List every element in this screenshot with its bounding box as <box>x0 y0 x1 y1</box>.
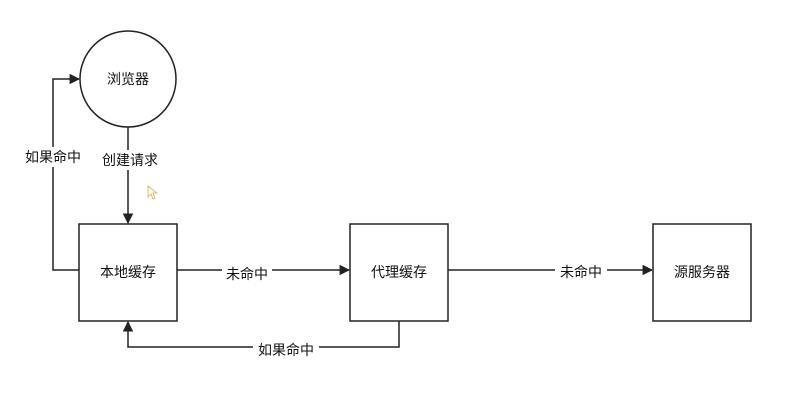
proxy-hit-label-bg <box>253 340 319 360</box>
proxy-cache-label: 代理缓存 <box>371 265 427 281</box>
local-hit-label: 如果命中 <box>25 149 81 166</box>
proxy-hit-label: 如果命中 <box>258 342 314 359</box>
node-origin-server: 源服务器 <box>652 223 752 322</box>
proxy-miss-label-bg <box>555 262 607 282</box>
local-miss-label: 未命中 <box>226 266 268 283</box>
edge-create-request: 创建请求 <box>99 127 161 225</box>
origin-server-label: 源服务器 <box>674 265 730 281</box>
edge-proxy-hit: 如果命中 <box>122 320 400 360</box>
local-hit-arrow <box>52 73 81 271</box>
browser-label: 浏览器 <box>107 72 149 88</box>
create-request-label: 创建请求 <box>102 153 158 169</box>
mouse-cursor-icon <box>147 185 159 200</box>
edge-local-hit: 如果命中 <box>20 73 86 271</box>
edge-proxy-miss: 未命中 <box>448 262 654 282</box>
local-miss-label-bg <box>222 264 272 284</box>
node-browser: 浏览器 <box>79 30 177 128</box>
node-local-cache: 本地缓存 <box>78 223 178 322</box>
edge-local-miss: 未命中 <box>177 264 351 284</box>
origin-server-box <box>652 223 752 322</box>
local-cache-label: 本地缓存 <box>100 265 156 281</box>
proxy-cache-box <box>349 223 449 322</box>
local-cache-box <box>78 223 178 322</box>
create-request-label-bg <box>99 150 161 170</box>
proxy-miss-label: 未命中 <box>560 264 602 281</box>
node-proxy-cache: 代理缓存 <box>349 223 449 322</box>
local-hit-label-bg <box>20 147 86 167</box>
